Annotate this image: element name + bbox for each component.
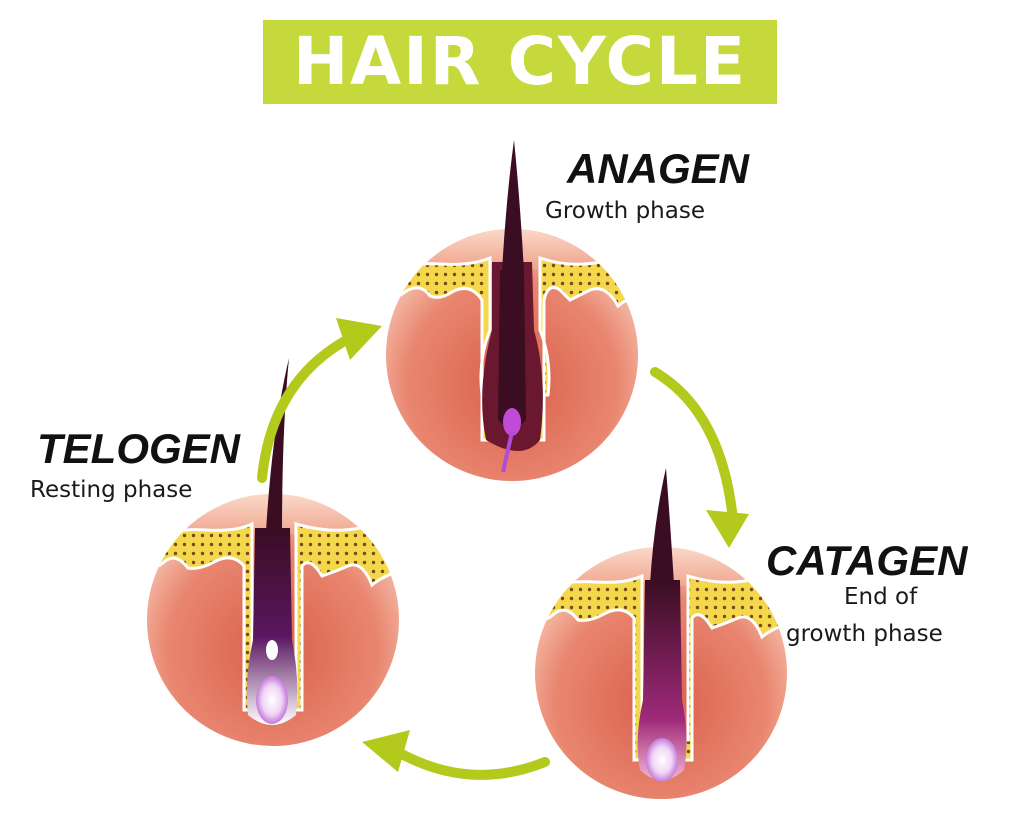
catagen-description-line2: growth phase xyxy=(786,621,943,647)
telogen-description: Resting phase xyxy=(30,477,193,503)
arrow-catagen-to-telogen xyxy=(362,730,550,780)
arrow-telogen-to-anagen xyxy=(257,318,382,483)
arrow-anagen-to-catagen xyxy=(650,367,749,548)
catagen-follicle xyxy=(535,468,787,799)
anagen-description: Growth phase xyxy=(545,198,705,224)
catagen-label: CATAGEN xyxy=(766,537,968,584)
page-title: HAIR CYCLE xyxy=(292,23,748,100)
telogen-label: TELOGEN xyxy=(37,425,241,472)
catagen-description-line1: End of xyxy=(844,584,918,610)
anagen-hair-shaft xyxy=(502,140,524,272)
title-banner: HAIR CYCLE xyxy=(263,20,777,104)
anagen-label: ANAGEN xyxy=(567,145,750,192)
telogen-follicle xyxy=(147,358,399,746)
catagen-hair-shaft xyxy=(650,468,674,584)
